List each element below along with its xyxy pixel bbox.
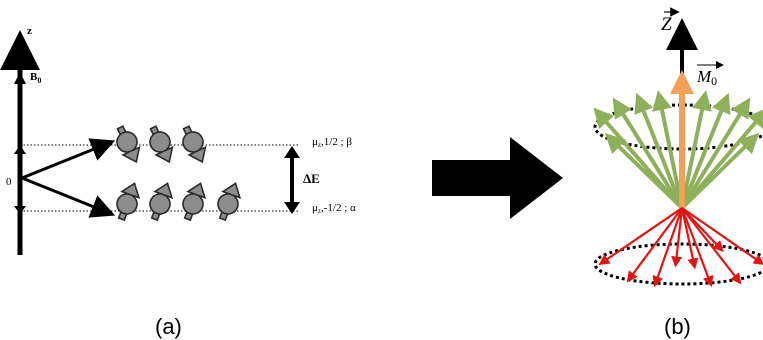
caption-a: (a) — [155, 314, 182, 339]
b0-label: B0 — [30, 71, 41, 85]
split-line-upper — [21, 138, 116, 180]
lower-tick-icon — [14, 206, 26, 214]
z-axis-label: z — [27, 25, 32, 37]
zero-label: 0 — [6, 176, 12, 188]
upper-level-label: μz,1/2 ; β — [312, 136, 352, 149]
spin-up-icon — [111, 179, 145, 224]
m0-label: M0 — [696, 67, 717, 88]
spin-up-icon — [212, 179, 246, 224]
lower-level-label: μz,-1/2 ; α — [312, 202, 356, 215]
delta-e-arrowhead-down-icon — [284, 202, 300, 214]
upper-tick-icon — [14, 145, 26, 154]
split-line-lower — [21, 176, 116, 218]
spin-up-icon — [144, 179, 178, 224]
spin-up-icon — [177, 179, 211, 224]
delta-e-label: ΔE — [303, 171, 320, 186]
caption-b: (b) — [664, 314, 691, 339]
b0-arrow-icon — [14, 72, 26, 84]
lower-ellipse — [593, 242, 763, 286]
delta-e-arrowhead-up-icon — [284, 146, 300, 158]
green-vectors — [593, 90, 763, 210]
spin-down-icon — [143, 122, 180, 167]
right-arrow-icon — [432, 137, 563, 219]
red-vectors — [598, 207, 763, 288]
panel-b: Z M0 (b) — [593, 7, 763, 339]
panel-a: z B0 0 ΔE μz,1/2 ; β μz,-1/2 ; α — [0, 25, 356, 339]
z-label-b: Z — [661, 14, 672, 35]
